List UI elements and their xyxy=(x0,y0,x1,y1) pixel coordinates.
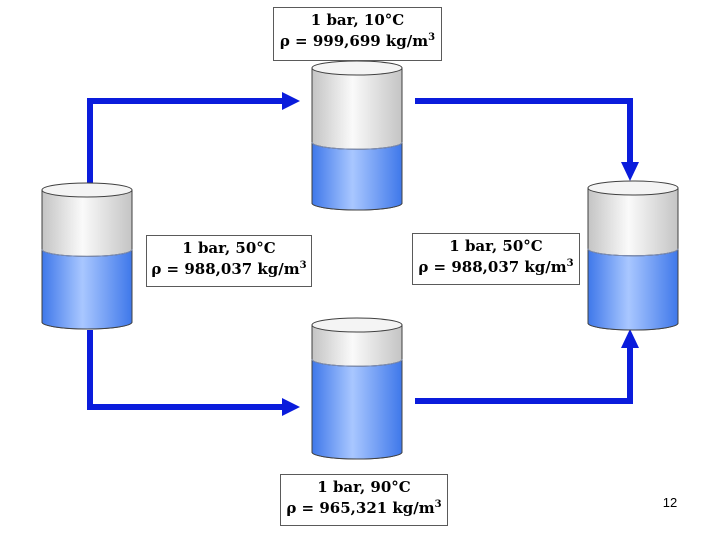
cylinder-right-water xyxy=(587,248,679,331)
page-number: 12 xyxy=(662,495,678,510)
cylinder-bottom xyxy=(311,317,403,460)
arrow-bottom-to-right xyxy=(415,329,639,404)
arrow-left-to-bottom xyxy=(87,330,300,416)
cylinder-left xyxy=(41,182,133,330)
arrow-top-to-right xyxy=(415,98,639,181)
state-top-conditions: 1 bar, 10°C xyxy=(310,11,405,29)
cylinder-bottom-water xyxy=(311,359,403,460)
cylinder-right-water-surface xyxy=(587,248,679,257)
state-bottom-conditions: 1 bar, 90°C xyxy=(317,478,411,496)
state-top-density: ρ = 999,699 kg/m3 xyxy=(279,32,436,50)
cylinder-left-water-surface xyxy=(41,249,133,257)
cylinder-bottom-water-surface xyxy=(311,359,403,367)
cylinder-right xyxy=(587,180,679,331)
state-bottom-density: ρ = 965,321 kg/m3 xyxy=(286,499,442,517)
state-left-density: ρ = 988,037 kg/m3 xyxy=(151,260,307,278)
state-right-density: ρ = 988,037 kg/m3 xyxy=(418,258,574,276)
cylinder-bottom-rim xyxy=(311,317,403,333)
cylinder-left-rim xyxy=(41,182,133,198)
state-label-top: 1 bar, 10°C ρ = 999,699 kg/m3 xyxy=(273,7,442,61)
arrow-left-to-top xyxy=(87,92,300,184)
flow-arrows xyxy=(87,92,639,416)
state-label-right: 1 bar, 50°C ρ = 988,037 kg/m3 xyxy=(412,233,580,285)
cylinder-top-rim xyxy=(311,60,403,76)
cylinder-top-water xyxy=(311,142,403,211)
state-right-conditions: 1 bar, 50°C xyxy=(449,237,543,255)
state-label-left: 1 bar, 50°C ρ = 988,037 kg/m3 xyxy=(146,235,312,287)
cylinder-top xyxy=(311,60,403,211)
cylinder-left-water xyxy=(41,249,133,330)
state-label-bottom: 1 bar, 90°C ρ = 965,321 kg/m3 xyxy=(280,474,448,526)
state-left-conditions: 1 bar, 50°C xyxy=(182,239,276,257)
cylinder-top-water-surface xyxy=(311,142,403,150)
cylinder-right-rim xyxy=(587,180,679,196)
